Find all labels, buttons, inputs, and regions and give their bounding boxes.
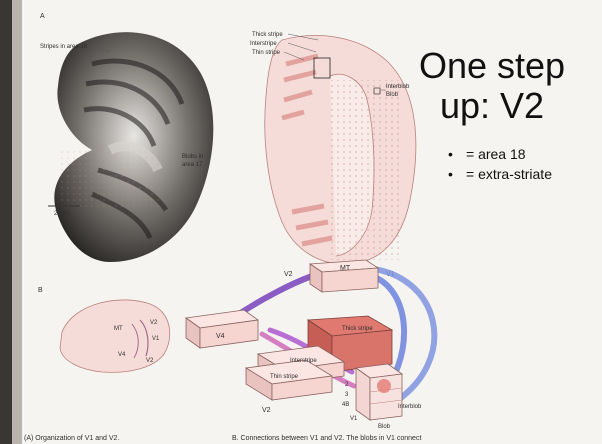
page-gutter [12, 0, 22, 444]
v1-cube-label: V1 [350, 416, 358, 422]
sketch-v2-label-bottom: V2 [146, 358, 154, 364]
bullet-item: = area 18 [448, 144, 552, 164]
v1-v2-schematic [265, 35, 416, 264]
sketch-v2-label-top: V2 [150, 320, 158, 326]
v2-stack [246, 346, 344, 400]
bullet-list: = area 18 = extra-striate [448, 144, 552, 184]
schematic-interstripe-label: Interstripe [250, 41, 277, 47]
v4-box [186, 310, 258, 348]
blobs-in-area-17-label-2: area 17 [182, 162, 203, 168]
v2-interstripe-label: Interstripe [290, 358, 317, 364]
caption-a: (A) Organization of V1 and V2. [24, 435, 119, 442]
scale-bar-label: 2 mm [54, 211, 69, 217]
schematic-thin-stripe-label: Thin stripe [252, 50, 281, 56]
sketch-v1-label: V1 [152, 336, 160, 342]
sketch-mt-label: MT [114, 326, 123, 332]
v1-cube [356, 364, 402, 420]
slide-title-line-2: up: V2 [398, 86, 586, 126]
v1-interblob-label: Interblob [398, 404, 422, 410]
cortex-photo [54, 32, 213, 262]
thick-stripe-box-label: Thick stripe [342, 326, 373, 332]
v1-layer-4b: 4B [342, 402, 349, 408]
v2-stack-label: V2 [262, 407, 271, 414]
schematic-v2-label: V2 [284, 271, 293, 278]
slide-title-line-1: One step [398, 46, 586, 86]
blobs-in-area-17-label-1: Blobs in [182, 154, 203, 160]
schematic-thick-stripe-label: Thick stripe [252, 32, 283, 38]
v1-layer-3: 3 [345, 392, 349, 398]
v1-blob-label: Blob [378, 424, 391, 430]
panel-a-letter: A [40, 13, 45, 20]
slide-title: One step up: V2 [398, 46, 586, 126]
schematic-blob-label: Blob [386, 92, 399, 98]
mt-box-label: MT [340, 265, 351, 272]
caption-b: B. Connections between V1 and V2. The bl… [232, 435, 421, 442]
v2-thin-stripe-label: Thin stripe [270, 374, 299, 380]
panel-b-letter: B [38, 287, 43, 294]
sketch-v4-label: V4 [118, 352, 126, 358]
page-binding-shadow [0, 0, 12, 444]
v4-box-label: V4 [216, 333, 225, 340]
bullet-item: = extra-striate [448, 164, 552, 184]
stripes-in-area-18-label: Stripes in area 18 [40, 44, 88, 50]
